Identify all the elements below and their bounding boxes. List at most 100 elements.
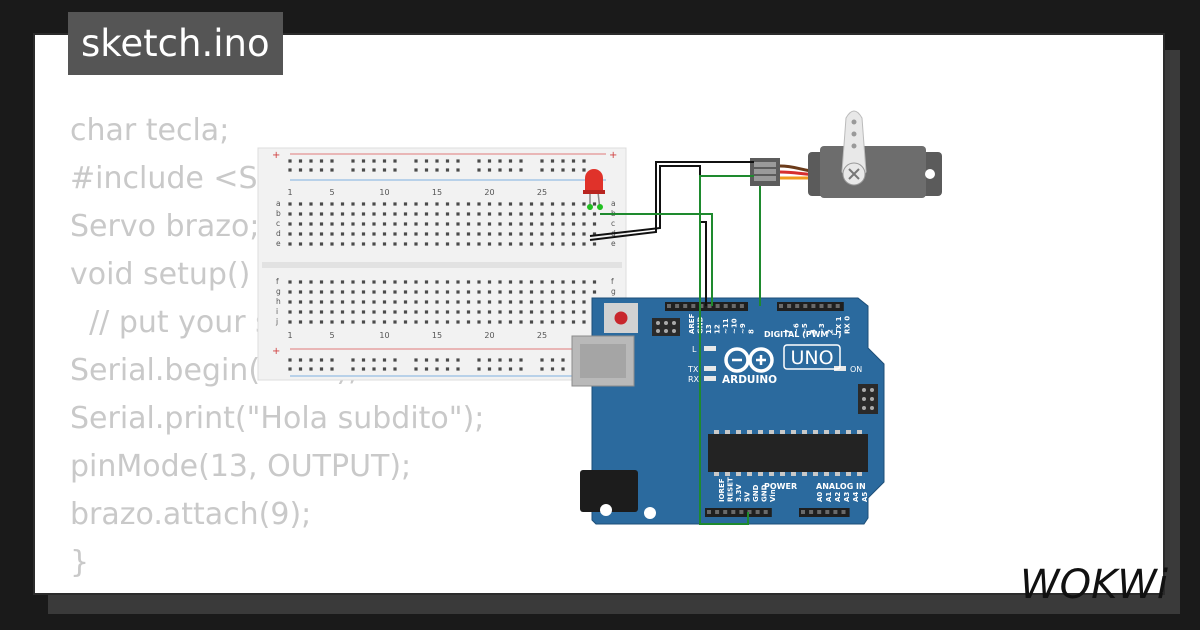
breadboard-hole[interactable] bbox=[288, 280, 292, 284]
breadboard-hole[interactable] bbox=[403, 310, 408, 314]
breadboard-hole[interactable] bbox=[298, 358, 303, 362]
breadboard-hole[interactable] bbox=[592, 202, 597, 206]
breadboard-hole[interactable] bbox=[498, 367, 502, 371]
breadboard-hole[interactable] bbox=[582, 232, 586, 236]
header-pin[interactable] bbox=[825, 510, 830, 514]
breadboard-hole[interactable] bbox=[330, 212, 334, 216]
breadboard-hole[interactable] bbox=[414, 232, 418, 236]
breadboard-hole[interactable] bbox=[582, 212, 586, 216]
breadboard-hole[interactable] bbox=[309, 367, 313, 371]
breadboard-hole[interactable] bbox=[330, 222, 334, 226]
breadboard-hole[interactable] bbox=[445, 358, 450, 362]
red-led[interactable] bbox=[583, 169, 605, 211]
breadboard-hole[interactable] bbox=[351, 222, 355, 226]
breadboard-hole[interactable] bbox=[540, 290, 544, 294]
breadboard-hole[interactable] bbox=[550, 159, 555, 163]
breadboard-hole[interactable] bbox=[372, 168, 376, 172]
breadboard-hole[interactable] bbox=[487, 280, 492, 284]
breadboard-hole[interactable] bbox=[309, 280, 313, 284]
breadboard-hole[interactable] bbox=[487, 212, 492, 216]
breadboard-hole[interactable] bbox=[414, 300, 418, 304]
breadboard-hole[interactable] bbox=[582, 320, 586, 324]
breadboard-hole[interactable] bbox=[319, 212, 324, 216]
breadboard-hole[interactable] bbox=[288, 358, 292, 362]
breadboard-hole[interactable] bbox=[298, 242, 303, 246]
breadboard-hole[interactable] bbox=[498, 242, 502, 246]
breadboard-hole[interactable] bbox=[466, 290, 471, 294]
breadboard-hole[interactable] bbox=[288, 232, 292, 236]
breadboard-hole[interactable] bbox=[340, 320, 345, 324]
breadboard-hole[interactable] bbox=[529, 212, 534, 216]
breadboard-hole[interactable] bbox=[414, 280, 418, 284]
breadboard-hole[interactable] bbox=[435, 290, 439, 294]
breadboard-hole[interactable] bbox=[351, 242, 355, 246]
breadboard-hole[interactable] bbox=[435, 159, 439, 163]
breadboard-hole[interactable] bbox=[319, 242, 324, 246]
breadboard-hole[interactable] bbox=[498, 358, 502, 362]
breadboard-hole[interactable] bbox=[340, 232, 345, 236]
breadboard-hole[interactable] bbox=[529, 280, 534, 284]
header-pin[interactable] bbox=[699, 304, 704, 308]
header-pin[interactable] bbox=[755, 510, 760, 514]
breadboard-hole[interactable] bbox=[319, 358, 324, 362]
breadboard-hole[interactable] bbox=[519, 358, 523, 362]
breadboard-hole[interactable] bbox=[487, 242, 492, 246]
breadboard-hole[interactable] bbox=[582, 202, 586, 206]
breadboard-hole[interactable] bbox=[540, 367, 544, 371]
breadboard-hole[interactable] bbox=[466, 310, 471, 314]
breadboard-hole[interactable] bbox=[571, 280, 576, 284]
breadboard-hole[interactable] bbox=[466, 222, 471, 226]
breadboard-hole[interactable] bbox=[319, 202, 324, 206]
breadboard-hole[interactable] bbox=[456, 212, 460, 216]
breadboard-hole[interactable] bbox=[435, 300, 439, 304]
breadboard-hole[interactable] bbox=[403, 212, 408, 216]
breadboard-hole[interactable] bbox=[540, 310, 544, 314]
breadboard-hole[interactable] bbox=[487, 367, 492, 371]
breadboard-hole[interactable] bbox=[550, 300, 555, 304]
breadboard-hole[interactable] bbox=[561, 222, 565, 226]
breadboard-hole[interactable] bbox=[456, 367, 460, 371]
breadboard-hole[interactable] bbox=[424, 159, 429, 163]
breadboard-hole[interactable] bbox=[435, 310, 439, 314]
breadboard-hole[interactable] bbox=[319, 168, 324, 172]
breadboard-hole[interactable] bbox=[582, 300, 586, 304]
breadboard-hole[interactable] bbox=[435, 242, 439, 246]
breadboard-hole[interactable] bbox=[498, 202, 502, 206]
breadboard-hole[interactable] bbox=[561, 320, 565, 324]
breadboard-hole[interactable] bbox=[382, 367, 387, 371]
breadboard-hole[interactable] bbox=[529, 222, 534, 226]
breadboard-hole[interactable] bbox=[477, 168, 481, 172]
breadboard-hole[interactable] bbox=[288, 310, 292, 314]
breadboard-hole[interactable] bbox=[466, 232, 471, 236]
breadboard-hole[interactable] bbox=[361, 212, 366, 216]
breadboard-hole[interactable] bbox=[592, 212, 597, 216]
breadboard-hole[interactable] bbox=[330, 159, 334, 163]
breadboard-hole[interactable] bbox=[487, 320, 492, 324]
breadboard-hole[interactable] bbox=[435, 202, 439, 206]
breadboard-hole[interactable] bbox=[382, 222, 387, 226]
breadboard-hole[interactable] bbox=[571, 159, 576, 163]
breadboard-hole[interactable] bbox=[498, 232, 502, 236]
breadboard-hole[interactable] bbox=[414, 367, 418, 371]
breadboard-hole[interactable] bbox=[382, 242, 387, 246]
breadboard-hole[interactable] bbox=[424, 310, 429, 314]
breadboard-hole[interactable] bbox=[414, 358, 418, 362]
breadboard-hole[interactable] bbox=[550, 310, 555, 314]
breadboard-hole[interactable] bbox=[445, 232, 450, 236]
header-pin[interactable] bbox=[747, 510, 752, 514]
breadboard-hole[interactable] bbox=[571, 242, 576, 246]
breadboard-hole[interactable] bbox=[330, 242, 334, 246]
breadboard-hole[interactable] bbox=[382, 212, 387, 216]
breadboard-hole[interactable] bbox=[540, 202, 544, 206]
breadboard-hole[interactable] bbox=[487, 300, 492, 304]
breadboard-hole[interactable] bbox=[456, 290, 460, 294]
breadboard-hole[interactable] bbox=[372, 242, 376, 246]
breadboard-hole[interactable] bbox=[372, 300, 376, 304]
breadboard-hole[interactable] bbox=[414, 222, 418, 226]
breadboard-hole[interactable] bbox=[466, 280, 471, 284]
breadboard-hole[interactable] bbox=[298, 222, 303, 226]
breadboard-hole[interactable] bbox=[592, 222, 597, 226]
breadboard-hole[interactable] bbox=[393, 358, 397, 362]
header-pin[interactable] bbox=[779, 304, 783, 308]
breadboard-hole[interactable] bbox=[372, 320, 376, 324]
